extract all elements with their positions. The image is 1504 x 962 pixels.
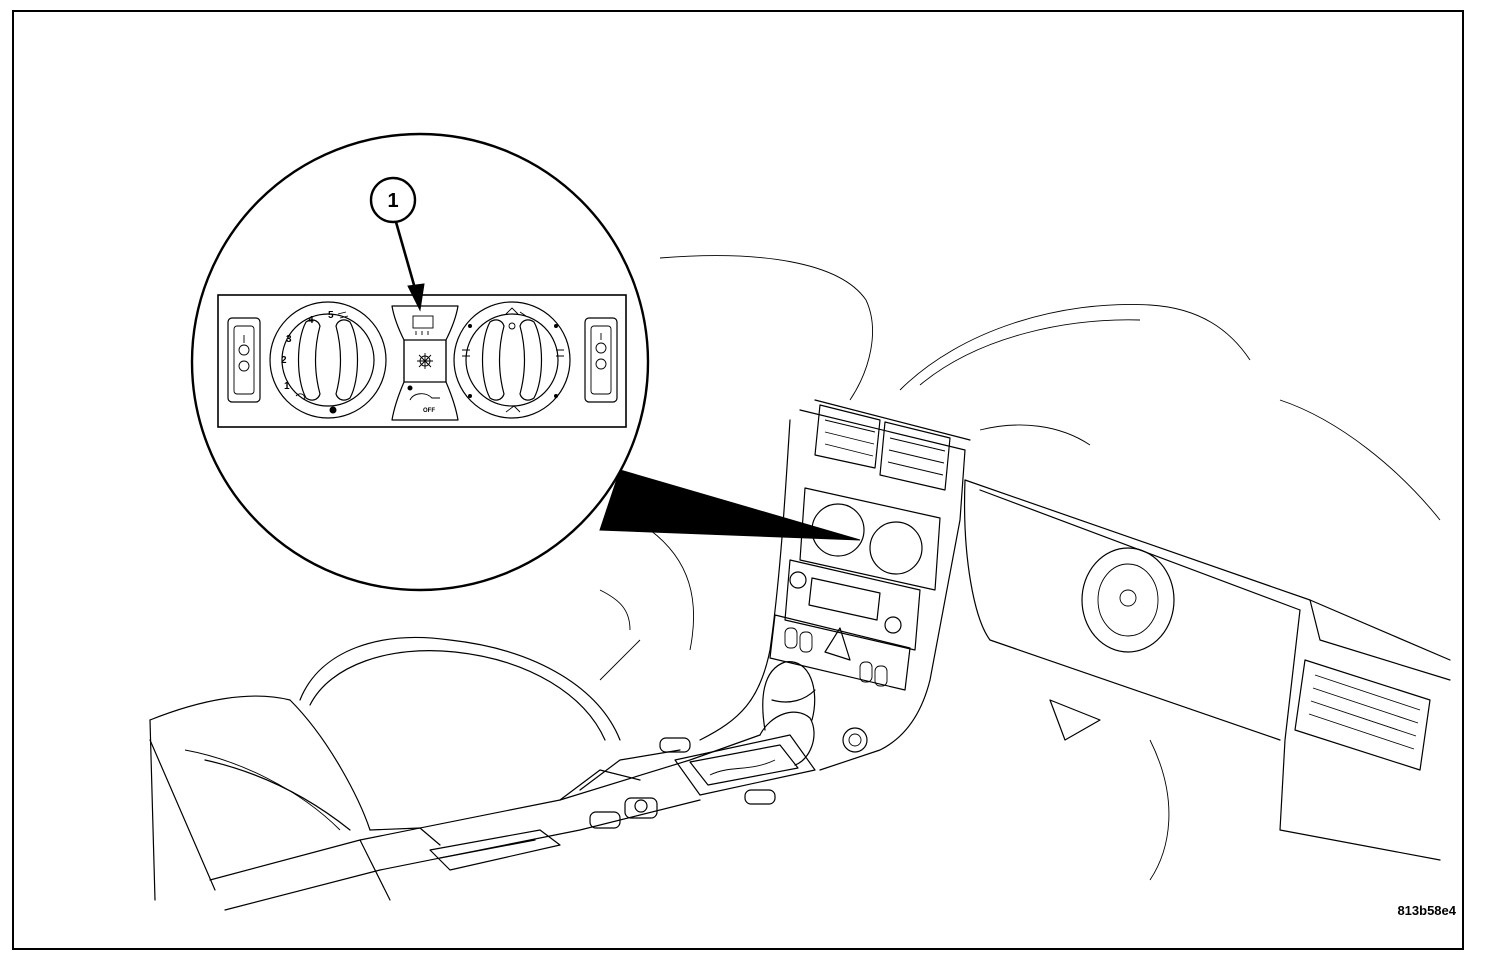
callout-number: 1 <box>387 190 398 212</box>
mode-floor-icon <box>462 349 470 357</box>
center-button-label: OFF <box>423 408 435 414</box>
blower-scale-5: 5 <box>328 310 334 321</box>
blower-scale-1: 1 <box>284 381 290 392</box>
recirculation-car-icon <box>409 393 440 401</box>
mode-panel-icon <box>556 349 564 357</box>
recirculate-icon <box>295 393 305 401</box>
callout-arrowhead <box>407 283 425 312</box>
dashboard-scene <box>149 255 1451 911</box>
blower-scale-3: 3 <box>286 334 292 345</box>
blower-scale-4: 4 <box>308 315 314 326</box>
blower-scale-2: 2 <box>281 355 287 366</box>
magnifier-pointer <box>599 469 861 541</box>
fan-max-icon <box>337 311 349 319</box>
mode-defrost-icon <box>505 307 527 317</box>
callout-leader <box>394 221 418 293</box>
figure-id: 813b58e4 <box>1397 903 1456 918</box>
rear-defrost-icon <box>412 315 434 329</box>
callout-1: 1 <box>369 176 425 312</box>
figure-frame <box>12 10 1464 950</box>
hvac-control-panel: 1 2 3 4 5 OFF <box>217 294 627 428</box>
mode-bilevel-icon <box>505 405 521 413</box>
